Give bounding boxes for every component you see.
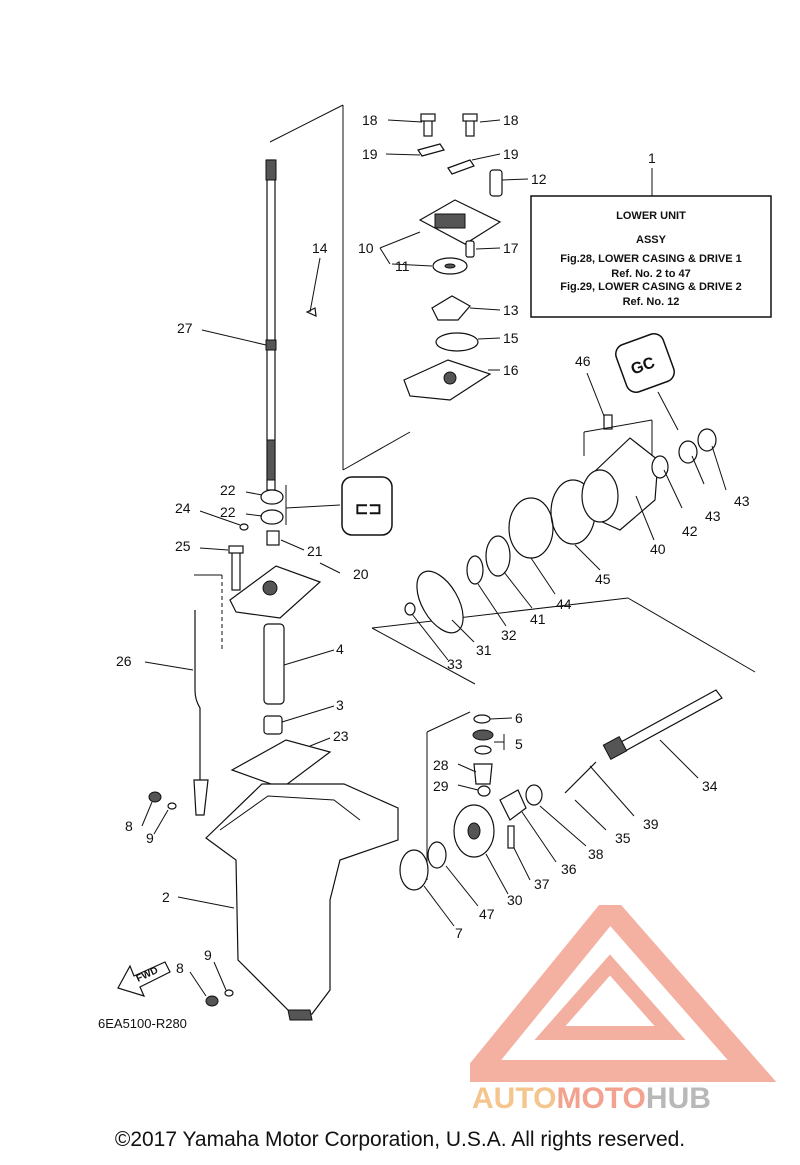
assy-fig28-line: Fig.28, LOWER CASING & DRIVE 1 — [560, 253, 742, 265]
callout-39: 39 — [643, 816, 659, 832]
callout-19a: 19 — [362, 146, 378, 162]
watermark-part-auto: AUTO — [472, 1082, 557, 1115]
callout-2: 2 — [162, 889, 170, 905]
assy-reference-box: 1 LOWER UNIT ASSY Fig.28, LOWER CASING &… — [530, 150, 772, 318]
callout-38: 38 — [588, 846, 604, 862]
callout-36: 36 — [561, 861, 577, 877]
callout-17: 17 — [503, 240, 519, 256]
callout-18b: 18 — [503, 112, 519, 128]
callout-14: 14 — [312, 240, 328, 256]
fastener-group — [148, 791, 234, 1007]
callout-6: 6 — [515, 710, 523, 726]
callout-12: 12 — [531, 171, 547, 187]
watermark-logo — [470, 905, 777, 1082]
callout-18a: 18 — [362, 112, 378, 128]
assy-fig29-line: Fig.29, LOWER CASING & DRIVE 2 — [560, 281, 742, 293]
forward-gear-group — [371, 535, 756, 685]
callout-22a: 22 — [220, 482, 236, 498]
callout-23: 23 — [333, 728, 349, 744]
callout-46: 46 — [575, 353, 591, 369]
callout-34: 34 — [702, 778, 718, 794]
callout-13: 13 — [503, 302, 519, 318]
callout-33: 33 — [447, 656, 463, 672]
callout-40: 40 — [650, 541, 666, 557]
callout-9b: 9 — [204, 947, 212, 963]
callout-45: 45 — [595, 571, 611, 587]
callout-10: 10 — [358, 240, 374, 256]
callout-16: 16 — [503, 362, 519, 378]
callout-25: 25 — [175, 538, 191, 554]
lower-casing — [205, 783, 399, 1021]
callout-32: 32 — [501, 627, 517, 643]
propeller-shaft-group — [499, 689, 723, 849]
callout-8a: 8 — [125, 818, 133, 834]
callout-21: 21 — [307, 543, 323, 559]
callout-26: 26 — [116, 653, 132, 669]
callout-8b: 8 — [176, 960, 184, 976]
assy-title-line: LOWER UNIT — [616, 210, 686, 222]
pump-housing-group — [194, 545, 322, 650]
tool-icon-box — [341, 476, 393, 536]
callout-20: 20 — [353, 566, 369, 582]
callout-5: 5 — [515, 736, 523, 752]
callout-22b: 22 — [220, 504, 236, 520]
pinion-reverse-group — [399, 711, 495, 891]
callout-30: 30 — [507, 892, 523, 908]
callout-47: 47 — [479, 906, 495, 922]
water-pump-group — [403, 113, 503, 401]
callout-7: 7 — [455, 925, 463, 941]
callout-43b: 43 — [705, 508, 721, 524]
watermark-part-hub: HUB — [645, 1082, 711, 1115]
diagram-code: 6EA5100-R280 — [98, 1016, 187, 1031]
bearings-group: ⊏⊐ — [239, 476, 393, 546]
callout-19b: 19 — [503, 146, 519, 162]
watermark-text: AUTOMOTOHUB — [472, 1082, 711, 1116]
callout-1: 1 — [648, 150, 656, 166]
callout-15: 15 — [503, 330, 519, 346]
copyright-notice: ©2017 Yamaha Motor Corporation, U.S.A. A… — [114, 1128, 686, 1151]
watermark-part-moto: MOTO — [556, 1082, 646, 1115]
assy-subtitle-line: ASSY — [636, 234, 667, 246]
callout-41: 41 — [530, 611, 546, 627]
callout-24: 24 — [175, 500, 191, 516]
shift-rod-group — [193, 610, 209, 816]
callout-numbers: 18 18 19 19 12 10 11 17 13 15 16 14 27 2… — [116, 112, 750, 976]
tool-icon: ⊏⊐ — [355, 501, 382, 518]
callout-9a: 9 — [146, 830, 154, 846]
callout-42: 42 — [682, 523, 698, 539]
sleeve-group — [230, 623, 332, 789]
callout-27: 27 — [177, 320, 193, 336]
callout-35: 35 — [615, 830, 631, 846]
assy-fig29-ref-line: Ref. No. 12 — [623, 296, 680, 308]
callout-37: 37 — [534, 876, 550, 892]
callout-29: 29 — [433, 778, 449, 794]
callout-11: 11 — [395, 258, 410, 274]
callout-3: 3 — [336, 697, 344, 713]
drive-shaft-group — [265, 104, 411, 491]
callout-44: 44 — [556, 596, 572, 612]
callout-43a: 43 — [734, 493, 750, 509]
callout-4: 4 — [336, 641, 344, 657]
leader-lines — [141, 119, 727, 997]
fwd-arrow: FWD — [117, 961, 171, 997]
callout-28: 28 — [433, 757, 449, 773]
callout-31: 31 — [476, 642, 492, 658]
assy-fig28-ref-line: Ref. No. 2 to 47 — [611, 268, 690, 280]
